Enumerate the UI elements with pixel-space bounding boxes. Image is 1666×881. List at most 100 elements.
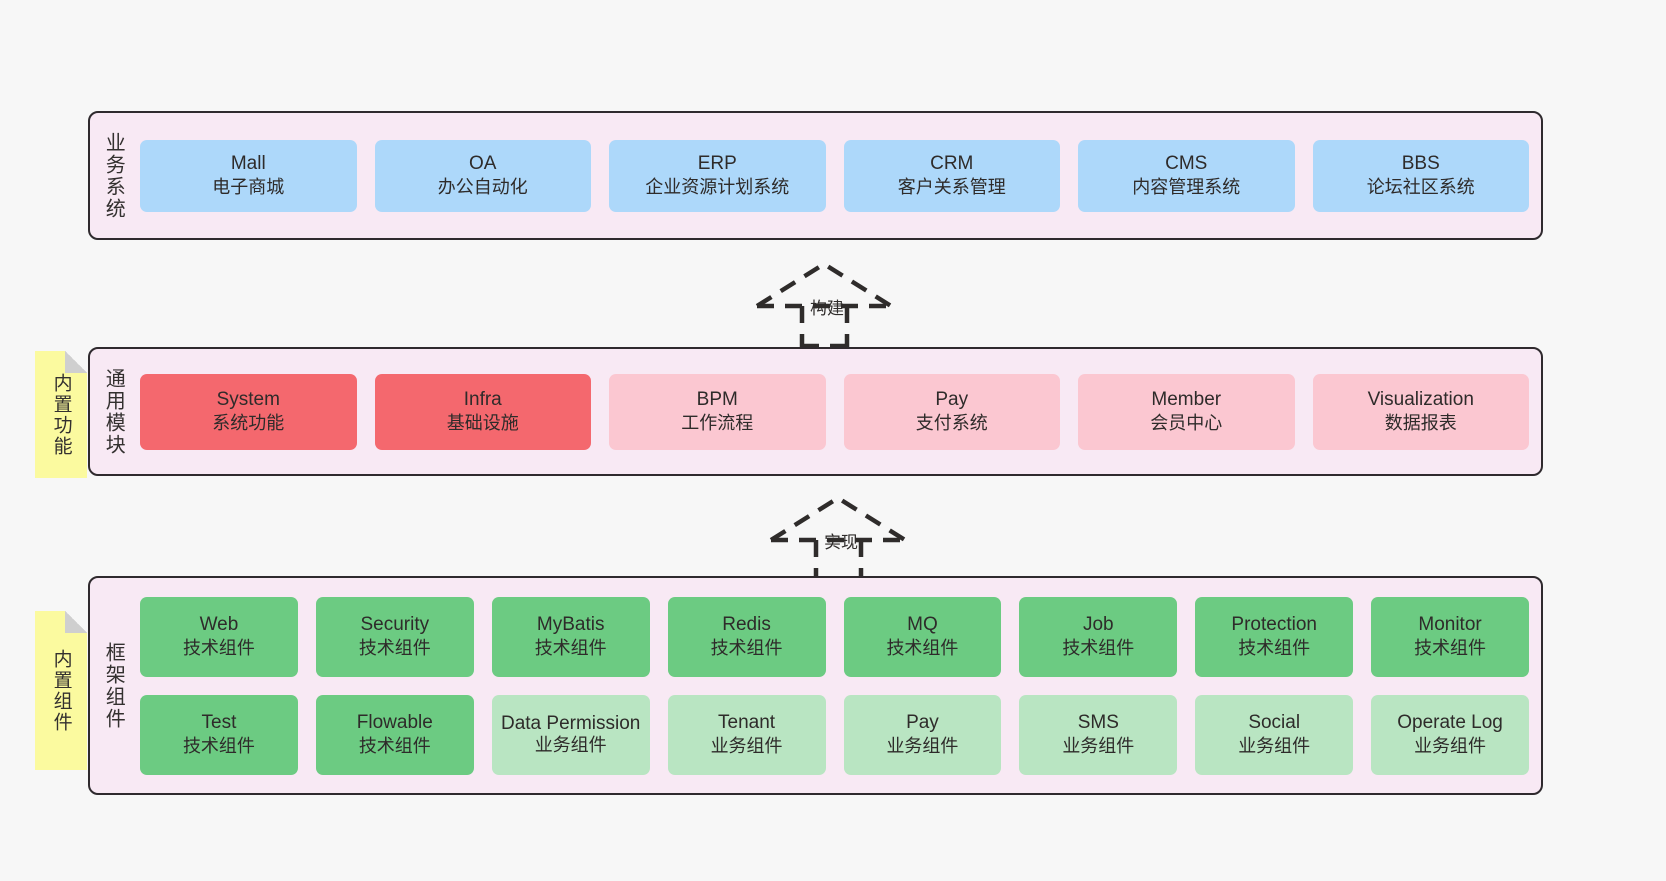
card-test[interactable]: Test 技术组件 — [140, 694, 298, 775]
card-title: MyBatis — [536, 614, 605, 636]
card-subtitle: 技术组件 — [886, 638, 959, 659]
card-sms[interactable]: SMS 业务组件 — [1019, 694, 1178, 775]
card-mall[interactable]: Mall 电子商城 — [140, 139, 357, 212]
card-title: MQ — [907, 614, 938, 636]
card-subtitle: 论坛社区系统 — [1366, 177, 1475, 198]
card-title: Social — [1248, 712, 1301, 734]
common-modules-body: System 系统功能 Infra 基础设施 BPM 工作流程 Pay 支付系统… — [136, 349, 1541, 474]
card-cms[interactable]: CMS 内容管理系统 — [1078, 139, 1295, 212]
sticky-note-text: 内置组件 — [50, 648, 72, 733]
framework-components-layer: 框架组件 Web 技术组件 Security 技术组件 MyBatis 技术组件… — [88, 576, 1543, 795]
card-title: Pay — [935, 389, 969, 411]
card-subtitle: 业务组件 — [710, 736, 783, 757]
card-erp[interactable]: ERP 企业资源计划系统 — [609, 139, 826, 212]
card-title: Job — [1082, 614, 1114, 636]
card-title: Pay — [906, 712, 939, 734]
card-title: Visualization — [1367, 389, 1474, 411]
card-title: Operate Log — [1397, 712, 1503, 734]
card-subtitle: 业务组件 — [534, 734, 607, 755]
card-redis[interactable]: Redis 技术组件 — [667, 596, 826, 677]
card-title: Member — [1151, 389, 1222, 411]
card-title: Redis — [722, 614, 771, 636]
card-pay-module[interactable]: Pay 支付系统 — [843, 373, 1060, 450]
card-title: Mall — [230, 153, 266, 175]
card-subtitle: 技术组件 — [358, 638, 431, 659]
card-title: OA — [469, 153, 497, 175]
card-subtitle: 电子商城 — [212, 177, 285, 198]
card-social[interactable]: Social 业务组件 — [1195, 694, 1354, 775]
card-subtitle: 业务组件 — [1414, 736, 1487, 757]
card-title: Security — [360, 614, 430, 636]
card-subtitle: 数据报表 — [1384, 413, 1457, 434]
card-subtitle: 会员中心 — [1150, 413, 1223, 434]
card-title: CRM — [930, 153, 974, 175]
card-subtitle: 技术组件 — [1238, 638, 1311, 659]
business-system-body: Mall 电子商城 OA 办公自动化 ERP 企业资源计划系统 CRM 客户关系… — [136, 113, 1541, 238]
business-system-label: 业务系统 — [102, 131, 125, 220]
card-title: SMS — [1077, 712, 1119, 734]
card-subtitle: 支付系统 — [915, 413, 988, 434]
connector-implement: 实现 — [766, 492, 916, 583]
common-modules-row: System 系统功能 Infra 基础设施 BPM 工作流程 Pay 支付系统… — [140, 373, 1529, 450]
card-operate-log[interactable]: Operate Log 业务组件 — [1371, 694, 1529, 775]
card-subtitle: 技术组件 — [358, 736, 431, 757]
card-monitor[interactable]: Monitor 技术组件 — [1371, 596, 1529, 677]
card-subtitle: 客户关系管理 — [897, 177, 1006, 198]
framework-components-label: 框架组件 — [102, 641, 125, 730]
card-title: System — [216, 389, 280, 411]
card-data-permission[interactable]: Data Permission 业务组件 — [491, 694, 650, 775]
card-visualization[interactable]: Visualization 数据报表 — [1312, 373, 1529, 450]
card-infra[interactable]: Infra 基础设施 — [374, 373, 591, 450]
card-oa[interactable]: OA 办公自动化 — [374, 139, 591, 212]
sticky-note-text: 内置功能 — [50, 372, 72, 457]
common-modules-layer: 通用模块 System 系统功能 Infra 基础设施 BPM 工作流程 Pay — [88, 347, 1543, 476]
card-title: Tenant — [718, 712, 776, 734]
card-mq[interactable]: MQ 技术组件 — [843, 596, 1002, 677]
card-subtitle: 办公自动化 — [437, 177, 528, 198]
card-subtitle: 系统功能 — [212, 413, 285, 434]
card-subtitle: 技术组件 — [710, 638, 783, 659]
business-system-layer: 业务系统 Mall 电子商城 OA 办公自动化 ERP 企业资源计划系统 CRM — [88, 111, 1543, 240]
card-subtitle: 工作流程 — [681, 413, 754, 434]
card-tenant[interactable]: Tenant 业务组件 — [667, 694, 826, 775]
card-subtitle: 技术组件 — [1414, 638, 1487, 659]
framework-row-technical: Web 技术组件 Security 技术组件 MyBatis 技术组件 Redi… — [140, 596, 1529, 677]
card-protection[interactable]: Protection 技术组件 — [1195, 596, 1354, 677]
card-subtitle: 技术组件 — [182, 638, 255, 659]
card-job[interactable]: Job 技术组件 — [1019, 596, 1178, 677]
card-crm[interactable]: CRM 客户关系管理 — [843, 139, 1060, 212]
card-title: Monitor — [1418, 614, 1482, 636]
sticky-note-builtin-components: 内置组件 — [35, 611, 87, 770]
framework-row-business: Test 技术组件 Flowable 技术组件 Data Permission … — [140, 694, 1529, 775]
card-title: Data Permission — [500, 712, 641, 734]
card-member[interactable]: Member 会员中心 — [1078, 373, 1295, 450]
card-system[interactable]: System 系统功能 — [140, 373, 357, 450]
card-title: BBS — [1401, 153, 1440, 175]
card-flowable[interactable]: Flowable 技术组件 — [315, 694, 474, 775]
card-pay-component[interactable]: Pay 业务组件 — [843, 694, 1002, 775]
connector-build: 构建 — [752, 258, 902, 349]
card-mybatis[interactable]: MyBatis 技术组件 — [491, 596, 650, 677]
card-title: Flowable — [356, 712, 433, 734]
card-subtitle: 技术组件 — [534, 638, 607, 659]
card-title: CMS — [1165, 153, 1208, 175]
card-subtitle: 业务组件 — [1062, 736, 1135, 757]
card-subtitle: 内容管理系统 — [1132, 177, 1241, 198]
common-modules-label: 通用模块 — [102, 367, 125, 456]
card-security[interactable]: Security 技术组件 — [315, 596, 474, 677]
card-bpm[interactable]: BPM 工作流程 — [609, 373, 826, 450]
card-subtitle: 技术组件 — [1062, 638, 1135, 659]
card-subtitle: 技术组件 — [182, 736, 255, 757]
card-bbs[interactable]: BBS 论坛社区系统 — [1312, 139, 1529, 212]
connector-implement-label: 实现 — [824, 533, 858, 552]
sticky-note-builtin-features: 内置功能 — [35, 351, 87, 478]
card-subtitle: 业务组件 — [1238, 736, 1311, 757]
card-title: ERP — [697, 153, 737, 175]
framework-components-body: Web 技术组件 Security 技术组件 MyBatis 技术组件 Redi… — [136, 578, 1541, 793]
business-system-row: Mall 电子商城 OA 办公自动化 ERP 企业资源计划系统 CRM 客户关系… — [140, 139, 1529, 212]
card-web[interactable]: Web 技术组件 — [140, 596, 298, 677]
card-title: Protection — [1231, 614, 1317, 636]
card-title: BPM — [696, 389, 738, 411]
card-subtitle: 企业资源计划系统 — [645, 177, 790, 198]
